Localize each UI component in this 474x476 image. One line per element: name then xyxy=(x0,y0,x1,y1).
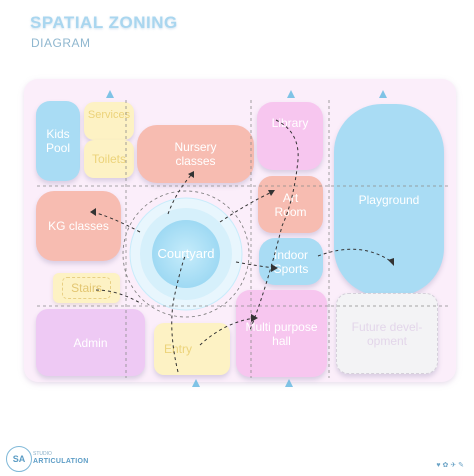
zone-playground[interactable]: Playground xyxy=(334,104,444,296)
zone-admin[interactable]: Admin xyxy=(36,309,145,376)
arrowhead-kg xyxy=(90,208,96,216)
circulation-sports-playground xyxy=(317,248,393,263)
diagram-title: SPATIAL ZONING xyxy=(30,13,178,32)
zone-future-development[interactable]: Future devel- opment xyxy=(336,293,438,374)
zone-toilets-label: Toilets xyxy=(91,152,126,166)
zone-stairs-label: Stairs xyxy=(62,277,111,299)
zone-kg-classes-label: KG classes xyxy=(48,219,109,233)
courtyard-outer-dashed-ring xyxy=(122,190,250,318)
arrowhead-hall xyxy=(251,314,258,322)
zone-entry-label: Entry xyxy=(164,342,193,356)
zone-services-label: Services xyxy=(87,109,131,121)
zone-kg-classes[interactable]: KG classes xyxy=(36,191,121,261)
social-icons: ♥ ✿ ✈ ✎ xyxy=(436,462,464,469)
zone-kids-pool[interactable]: Kids Pool xyxy=(36,101,80,181)
circulation-entry-courtyard xyxy=(171,253,187,373)
zone-multipurpose-hall-label: Multi purpose hall xyxy=(245,319,318,348)
circulation-admin-stairs xyxy=(95,289,143,305)
zone-stairs[interactable]: Stairs xyxy=(53,273,120,303)
diagram-subtitle: DIAGRAM xyxy=(31,36,91,50)
circulation-courtyard-art xyxy=(219,191,273,223)
zone-admin-label: Admin xyxy=(73,335,108,350)
circulation-library-loop xyxy=(249,119,299,331)
arrowhead-playground xyxy=(388,258,394,266)
zone-art-room-label: Art Room xyxy=(274,190,307,219)
arrowhead-sports xyxy=(271,264,278,272)
arrowhead-art xyxy=(268,190,275,196)
circulation-entry-hall xyxy=(199,317,256,346)
studio-logo: SA xyxy=(6,446,32,472)
zone-indoor-sports-label: Indoor Sports xyxy=(273,247,309,276)
zone-courtyard[interactable]: Courtyard xyxy=(148,242,224,266)
studio-label: STUDIO xyxy=(33,451,52,457)
access-arrow-bottom-left xyxy=(192,379,200,387)
zone-future-development-label: Future devel- opment xyxy=(351,319,423,348)
arrowhead-nursery xyxy=(188,171,194,178)
circulation-courtyard-kg xyxy=(91,211,141,233)
zone-nursery-classes-label: Nursery classes xyxy=(174,140,217,168)
zone-playground-label: Playground xyxy=(358,193,420,207)
zone-nursery-classes[interactable]: Nursery classes xyxy=(137,125,254,183)
zone-library[interactable]: Library xyxy=(257,102,323,170)
circulation-courtyard-sports xyxy=(235,261,275,269)
access-arrow-bottom-right xyxy=(285,379,293,387)
circulation-courtyard-nursery xyxy=(167,173,193,215)
zone-toilets[interactable]: Toilets xyxy=(84,140,134,178)
access-arrow-top-mid xyxy=(287,90,295,98)
zone-courtyard-label: Courtyard xyxy=(157,246,215,261)
zone-art-room[interactable]: Art Room xyxy=(258,176,323,233)
zone-indoor-sports[interactable]: Indoor Sports xyxy=(259,238,323,285)
studio-brand: ARTICULATION xyxy=(33,458,89,465)
zone-library-label: Library xyxy=(271,116,309,130)
access-arrow-top-right xyxy=(379,90,387,98)
zone-entry[interactable]: Entry xyxy=(154,323,230,375)
access-arrow-top-left xyxy=(106,90,114,98)
zone-kids-pool-label: Kids Pool xyxy=(45,127,71,155)
